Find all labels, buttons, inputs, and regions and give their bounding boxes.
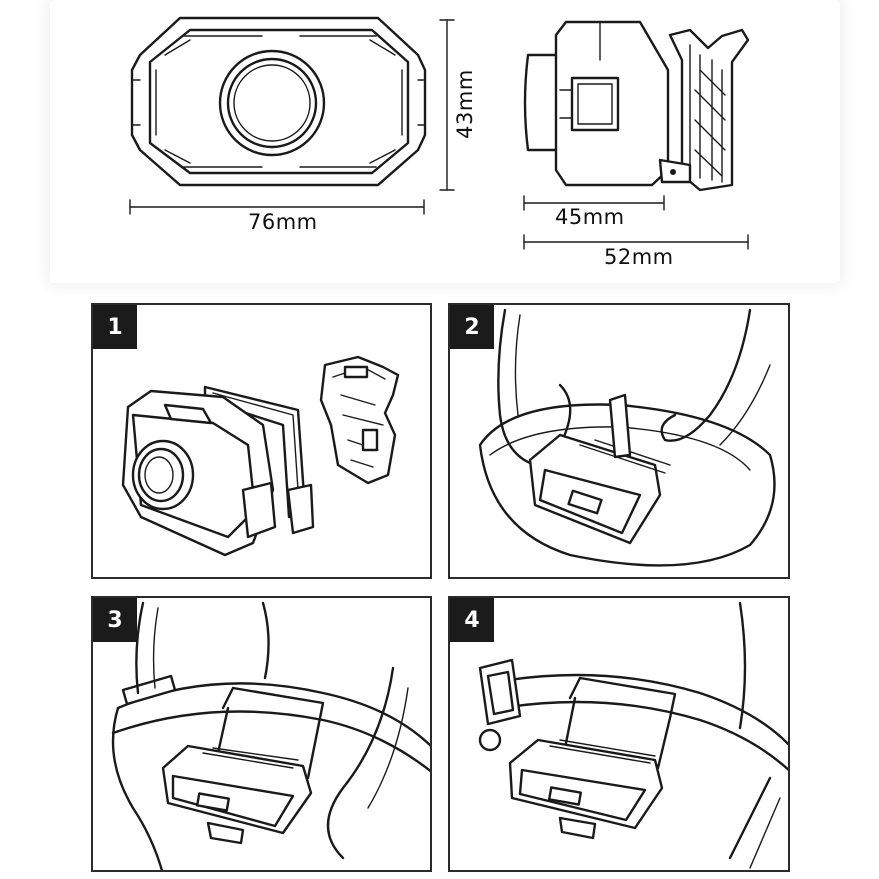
step-4-panel: 4 (448, 596, 790, 872)
width-dimension-line (129, 199, 425, 215)
body-width-dimension-line (523, 195, 665, 211)
side-body-width-label: 45mm (555, 205, 625, 229)
side-total-width-label: 52mm (604, 245, 674, 269)
step-2-panel: 2 (448, 303, 790, 579)
step-3-illustration (111, 601, 430, 870)
step-1-panel: 1 (91, 303, 432, 579)
step-3-badge: 3 (93, 598, 137, 642)
step-2-illustration (478, 308, 776, 567)
step-1-badge: 1 (93, 305, 137, 349)
front-height-label: 43mm (452, 69, 477, 139)
front-width-label: 76mm (248, 210, 318, 234)
step-3-panel: 3 (91, 596, 432, 872)
front-view-headlamp (130, 16, 427, 187)
side-view-headlamp (523, 20, 750, 192)
height-dimension-line (439, 19, 455, 191)
step-4-illustration (478, 601, 788, 869)
step-2-badge: 2 (450, 305, 494, 349)
step-1-illustration (121, 355, 400, 557)
total-width-dimension-line (523, 234, 749, 250)
step-4-badge: 4 (450, 598, 494, 642)
